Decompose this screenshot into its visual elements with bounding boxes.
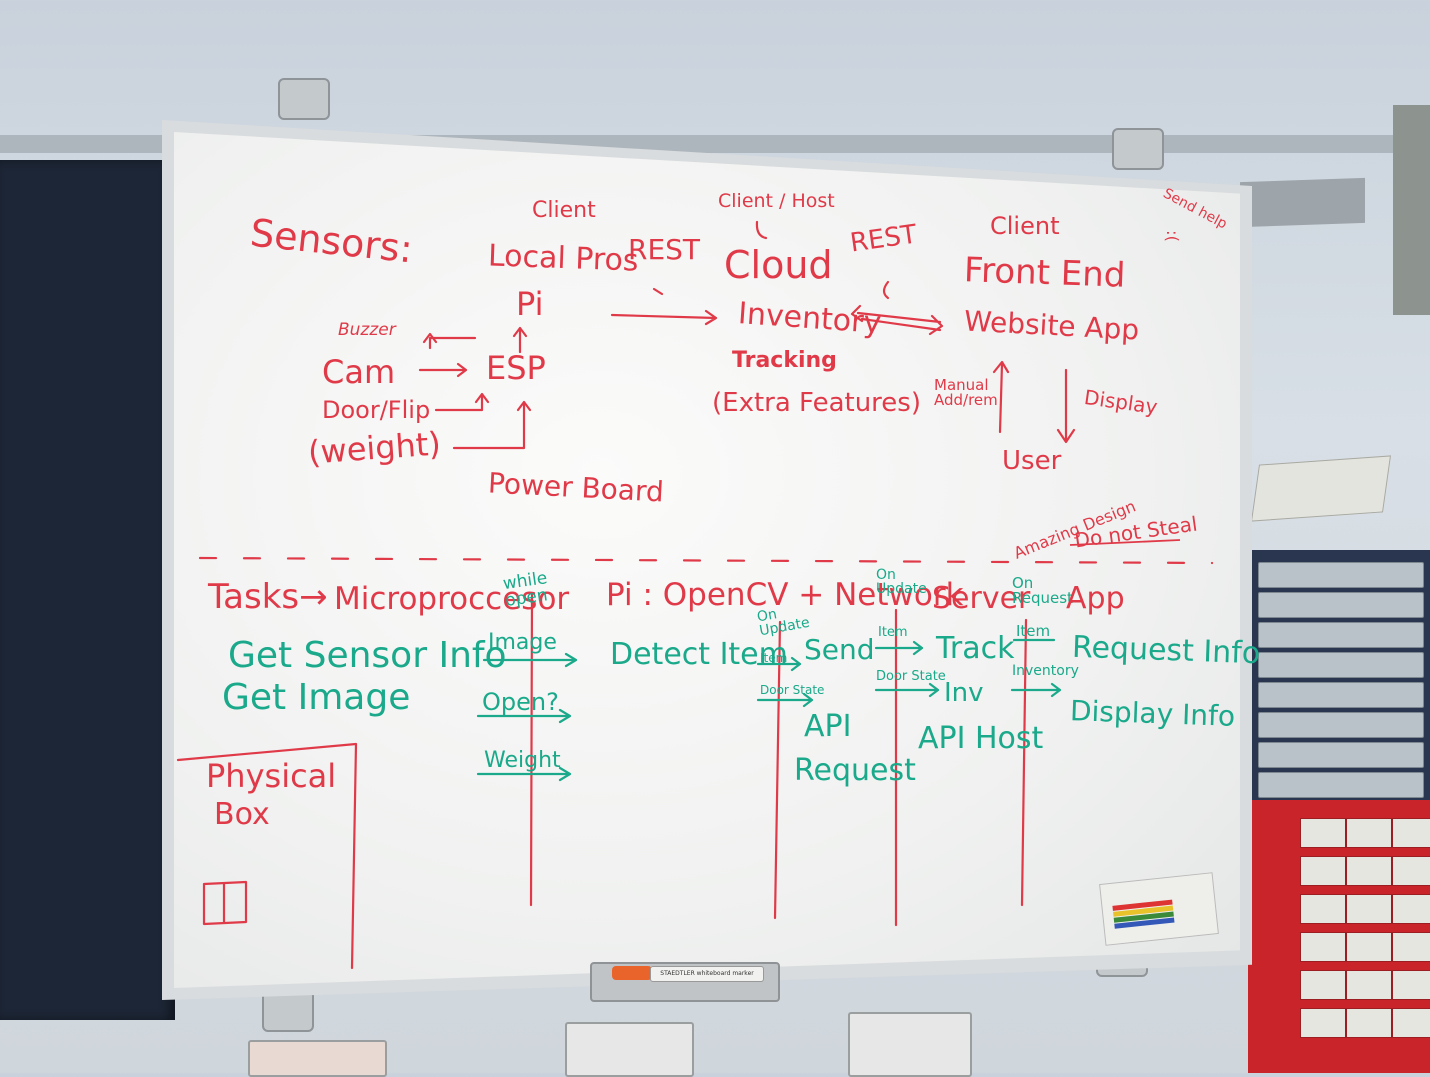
drawer bbox=[1346, 818, 1392, 848]
storage-box bbox=[1250, 455, 1392, 522]
label-detect-item: Detect Item bbox=[610, 637, 788, 672]
drawer bbox=[1300, 818, 1346, 848]
label-client-host: Client / Host bbox=[718, 190, 835, 212]
noticeboard bbox=[0, 160, 175, 1020]
label-extra-features: (Extra Features) bbox=[712, 388, 921, 418]
drawer bbox=[1392, 856, 1430, 886]
label-request-info: Request Info bbox=[1071, 629, 1261, 672]
drawer bbox=[1258, 592, 1424, 618]
drawer bbox=[1300, 1008, 1346, 1038]
label-front-end: Front End bbox=[963, 250, 1127, 296]
drawer bbox=[1346, 1008, 1392, 1038]
label-box: Box bbox=[214, 797, 270, 832]
label-microprocessor: Microproccesor bbox=[334, 581, 570, 617]
label-cloud: Cloud bbox=[724, 243, 833, 287]
drawer bbox=[1258, 652, 1424, 678]
label-weight-arrow: Weight bbox=[484, 748, 561, 773]
drawer bbox=[1258, 742, 1424, 768]
drawer bbox=[1300, 856, 1346, 886]
drawer bbox=[1300, 932, 1346, 962]
drawer bbox=[1300, 970, 1346, 1000]
wall-bracket bbox=[262, 990, 314, 1032]
label-door-state-1: Door State bbox=[760, 683, 825, 697]
label-physical: Physical bbox=[206, 757, 337, 795]
label-cam: Cam bbox=[322, 353, 396, 391]
label-buzzer: Buzzer bbox=[338, 320, 396, 340]
wall-socket bbox=[565, 1022, 694, 1077]
drawer bbox=[1346, 894, 1392, 924]
label-weight: (weight) bbox=[306, 424, 443, 472]
label-display-info: Display Info bbox=[1069, 694, 1236, 733]
label-get-image: Get Image bbox=[222, 677, 411, 718]
label-api-1: API bbox=[804, 709, 852, 744]
label-door-state-2: Door State bbox=[876, 669, 946, 684]
drawer bbox=[1392, 1008, 1430, 1038]
label-client-1: Client bbox=[532, 198, 596, 223]
drawer bbox=[1346, 932, 1392, 962]
label-on-update-1: On Update bbox=[876, 567, 927, 597]
drawer bbox=[1392, 818, 1430, 848]
label-local-pros: Local Pros bbox=[487, 238, 640, 279]
drawer bbox=[1346, 970, 1392, 1000]
drawer bbox=[1392, 894, 1430, 924]
drawer bbox=[1258, 712, 1424, 738]
drawer bbox=[1300, 894, 1346, 924]
label-get-sensor-info: Get Sensor Info bbox=[228, 635, 507, 676]
label-api-host: API Host bbox=[918, 721, 1044, 756]
drawer bbox=[1258, 682, 1424, 708]
label-rest-1: REST bbox=[628, 233, 701, 266]
drawer bbox=[1392, 932, 1430, 962]
label-item-1: Item bbox=[760, 651, 788, 665]
label-client-2: Client bbox=[990, 212, 1060, 240]
label-app: App bbox=[1066, 581, 1125, 616]
label-on-request: On Request bbox=[1012, 574, 1073, 607]
label-door-flip: Door/Flip bbox=[322, 396, 431, 424]
label-item-3: Item bbox=[1016, 622, 1051, 640]
label-server: Server bbox=[932, 581, 1031, 616]
label-pi: Pi bbox=[516, 285, 544, 323]
drawer bbox=[1392, 970, 1430, 1000]
label-send: Send bbox=[804, 633, 875, 666]
label-user: User bbox=[1002, 446, 1062, 476]
label-manual-add-rem: Manual Add/rem bbox=[934, 376, 998, 409]
whiteboard-marker[interactable]: STAEDTLER whiteboard marker bbox=[650, 966, 764, 982]
label-image: Image bbox=[488, 630, 557, 655]
label-sad-face: :( bbox=[1162, 230, 1182, 242]
drawer bbox=[1346, 856, 1392, 886]
wall-socket bbox=[848, 1012, 972, 1077]
drawer-cabinet-blue bbox=[1250, 550, 1430, 805]
label-pi-opencv: Pi : OpenCV + Network bbox=[606, 577, 964, 613]
wall-bracket bbox=[278, 78, 330, 120]
label-tracking: Tracking bbox=[732, 348, 837, 373]
label-open-q: Open? bbox=[482, 688, 559, 716]
wall-panel bbox=[1393, 105, 1430, 315]
label-inventory-small: Inventory bbox=[1012, 663, 1079, 679]
label-item-2: Item bbox=[878, 625, 908, 640]
color-sticker bbox=[1099, 872, 1219, 946]
drawer bbox=[1258, 622, 1424, 648]
wall-socket bbox=[248, 1040, 387, 1077]
label-esp: ESP bbox=[486, 349, 546, 387]
drawer bbox=[1258, 772, 1424, 798]
wall-rail-right bbox=[1240, 177, 1365, 228]
drawer bbox=[1258, 562, 1424, 588]
label-tasks: Tasks→ bbox=[208, 577, 328, 617]
label-request: Request bbox=[794, 753, 916, 788]
label-track: Track bbox=[936, 631, 1015, 666]
drawer-cabinet-red bbox=[1248, 800, 1430, 1073]
wall-bracket bbox=[1112, 128, 1164, 170]
label-inv: Inv bbox=[944, 678, 984, 708]
marker-cap bbox=[612, 966, 652, 980]
